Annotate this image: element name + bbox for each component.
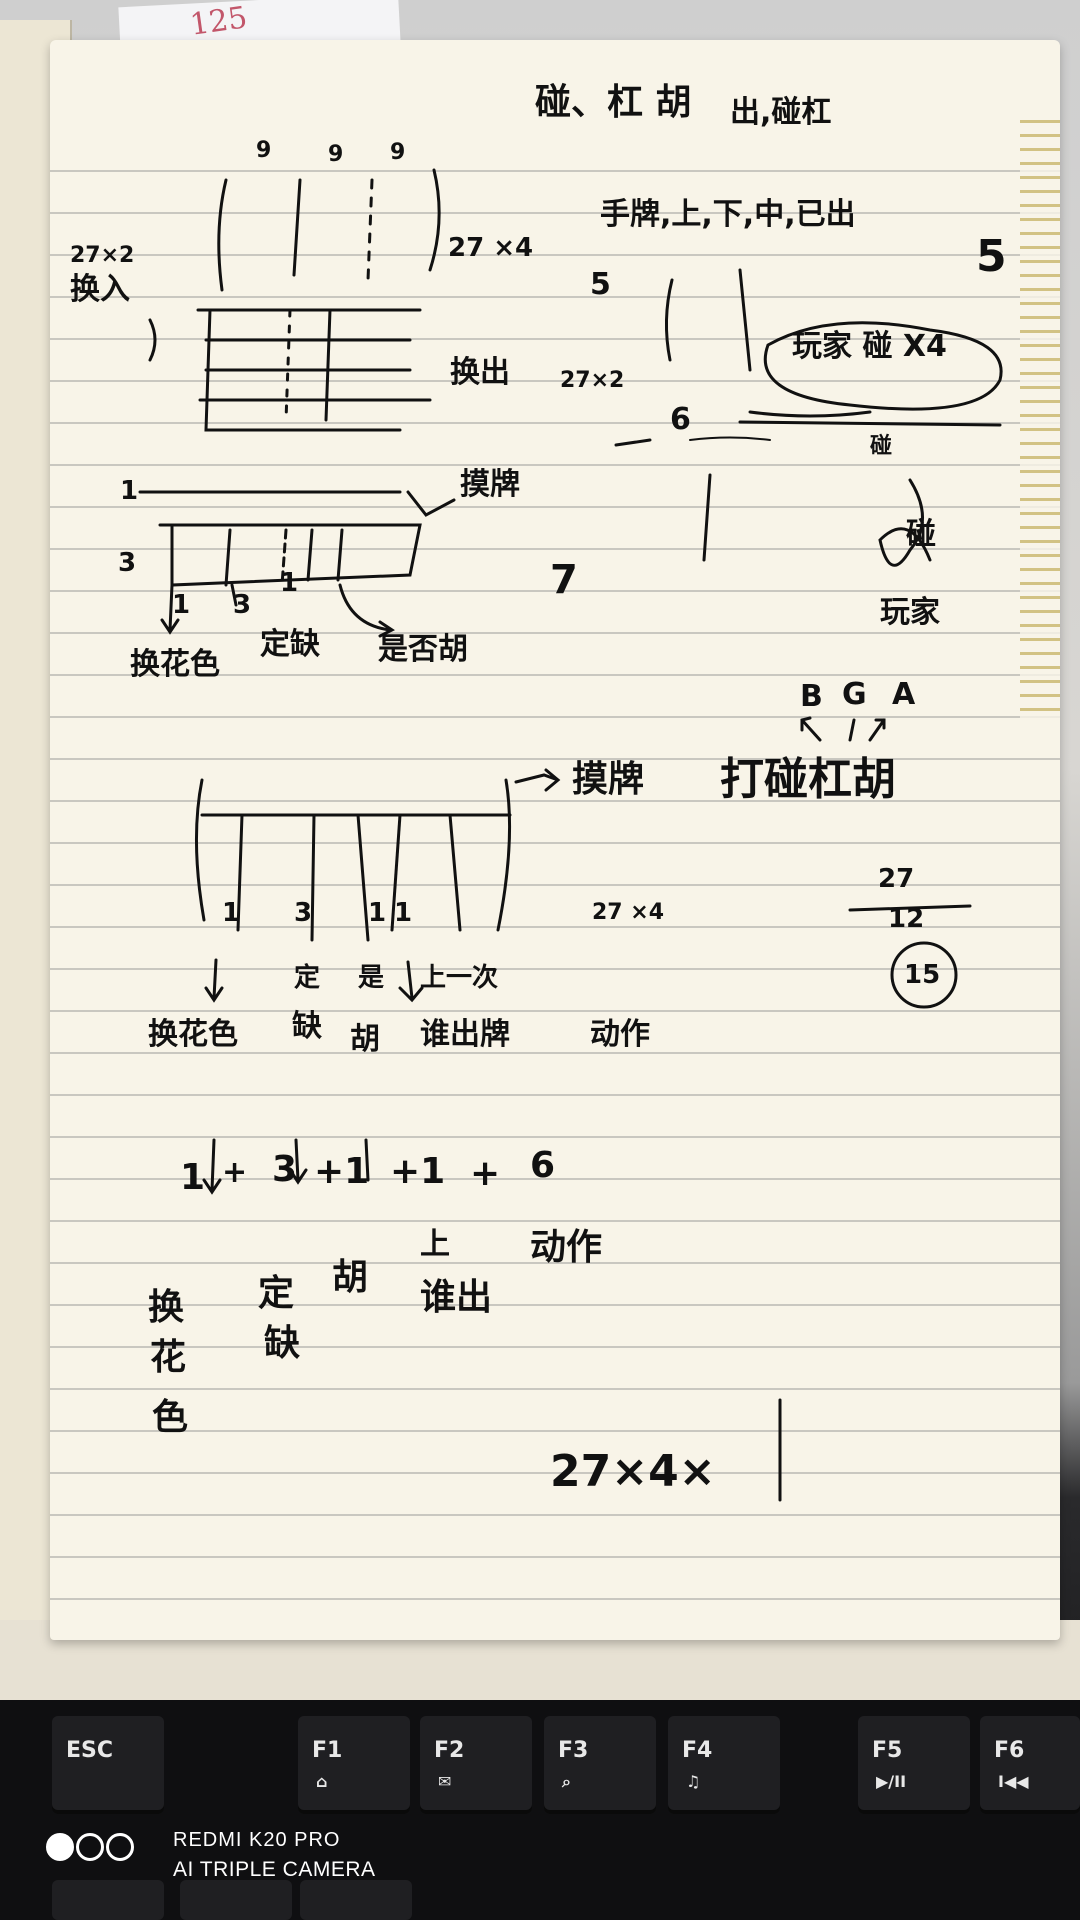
count-9-c: 9 (390, 140, 406, 165)
formula-se: 色 (152, 1397, 189, 1438)
peng-circled: 碰 (906, 517, 936, 552)
music-icon: ♫ (686, 1772, 701, 1791)
key-f1[interactable]: F1 ⌂ (298, 1716, 410, 1814)
key-f2-label: F2 (434, 1738, 465, 1763)
play-pause-icon: ▶/II (876, 1772, 907, 1791)
watermark-camera: AI TRIPLE CAMERA (173, 1858, 376, 1881)
key-2[interactable] (300, 1880, 412, 1920)
label-27x2-left: 27×2 (70, 243, 135, 268)
que-char: 缺 (292, 1009, 322, 1044)
hu-char: 胡 (350, 1022, 380, 1057)
big-shang-ci: 上一次 (420, 963, 499, 993)
seg-1b: 1 (280, 568, 299, 598)
key-esc-label: ESC (66, 1738, 114, 1763)
count-9-b: 9 (328, 142, 344, 167)
da-peng-gang-hu: 打碰杠胡 (720, 754, 896, 805)
notebook-page: 碰、杠 胡 出,碰杠 9 9 9 27 ×4 手牌,上,下,中,已出 5 5 2… (50, 40, 1060, 1640)
ding-que-a: 定缺 (260, 627, 320, 662)
shui-chu-pai: 谁出牌 (420, 1017, 510, 1052)
letter-a: A (892, 677, 916, 712)
num-1-a: 1 (120, 476, 139, 506)
dong-zuo-a: 动作 (590, 1017, 650, 1052)
key-esc[interactable]: ESC (52, 1716, 164, 1814)
label-27x4x: 27×4× (550, 1446, 716, 1497)
mail-icon: ✉ (438, 1772, 452, 1791)
big-shi: 是 (358, 963, 385, 993)
key-f5-label: F5 (872, 1738, 903, 1763)
label-27x2-mid: 27×2 (560, 368, 625, 393)
mopai-a: 摸牌 (460, 467, 520, 502)
key-f5[interactable]: F5 ▶/II (858, 1716, 970, 1814)
key-f4[interactable]: F4 ♫ (668, 1716, 780, 1814)
swap-color-a: 换花色 (130, 647, 220, 682)
big-count-1b: 1 (368, 898, 387, 928)
search-icon: ⌕ (562, 1772, 571, 1791)
formula-plus-1b: +1 (390, 1151, 446, 1192)
formula-shang: 上 (420, 1227, 450, 1262)
title-peng-gang-hu: 碰、杠 胡 (535, 82, 692, 123)
label-27x4-b: 27 ×4 (592, 900, 665, 925)
hand-drawn-sketch (138, 168, 1003, 1502)
shi-fou-hu: 是否胡 (378, 632, 468, 667)
key-tilde[interactable] (52, 1880, 164, 1920)
formula-que: 缺 (264, 1323, 301, 1364)
formula-hu: 胡 (332, 1257, 369, 1298)
hand-cards-label: 手牌,上,下,中,已出 (600, 197, 856, 232)
letter-b: B (800, 679, 823, 714)
num-5-left: 5 (590, 267, 611, 302)
mopai-b: 摸牌 (572, 759, 645, 800)
formula-plus-1a: +1 (314, 1151, 370, 1192)
big-count-1: 1 (222, 898, 241, 928)
calc-15: 15 (904, 960, 941, 990)
num-5-right: 5 (976, 231, 1007, 282)
formula-3: 3 (272, 1149, 298, 1190)
key-f3-label: F3 (558, 1738, 589, 1763)
formula-plus-b: + (470, 1153, 501, 1194)
player-peng-x4: 玩家 碰 X4 (792, 329, 947, 364)
label-27x4-a: 27 ×4 (448, 233, 534, 263)
key-1[interactable] (180, 1880, 292, 1920)
label-swap-in: 换入 (70, 272, 130, 307)
dong-zuo-b: 动作 (530, 1227, 603, 1268)
camera-dots-icon (46, 1833, 136, 1865)
formula-6: 6 (530, 1145, 556, 1186)
letter-g: G (842, 677, 867, 712)
formula-1: 1 (180, 1157, 206, 1198)
big-count-1c: 1 (394, 898, 413, 928)
ruled-lines (50, 130, 1060, 1630)
num-3-a: 3 (118, 548, 137, 578)
formula-plus-a: + (222, 1155, 248, 1190)
num-7: 7 (550, 557, 578, 603)
key-f3[interactable]: F3 ⌕ (544, 1716, 656, 1814)
count-9-a: 9 (256, 138, 272, 163)
swap-color-b: 换花色 (148, 1017, 238, 1052)
page-binding (1020, 120, 1060, 720)
formula-hua: 花 (150, 1337, 187, 1378)
key-f1-label: F1 (312, 1738, 343, 1763)
formula-shui-chu: 谁出 (420, 1277, 493, 1318)
peng-small: 碰 (870, 434, 893, 459)
key-f4-label: F4 (682, 1738, 713, 1763)
key-f2[interactable]: F2 ✉ (420, 1716, 532, 1814)
title-chu-peng-gang: 出,碰杠 (730, 95, 832, 130)
label-swap-out: 换出 (450, 355, 510, 390)
formula-huan: 换 (148, 1287, 185, 1328)
previous-track-icon: I◀◀ (998, 1772, 1029, 1791)
player-label: 玩家 (880, 595, 940, 630)
key-f6-label: F6 (994, 1738, 1025, 1763)
num-6: 6 (670, 402, 691, 437)
calc-12: 12 (888, 904, 925, 934)
formula-ding: 定 (258, 1273, 295, 1314)
home-icon: ⌂ (316, 1772, 328, 1791)
big-ding: 定 (294, 963, 321, 993)
watermark-model: REDMI K20 PRO (173, 1829, 341, 1851)
big-count-3: 3 (294, 898, 313, 928)
seg-3: 3 (233, 590, 252, 620)
calc-27: 27 (878, 864, 915, 894)
seg-1: 1 (172, 590, 191, 620)
